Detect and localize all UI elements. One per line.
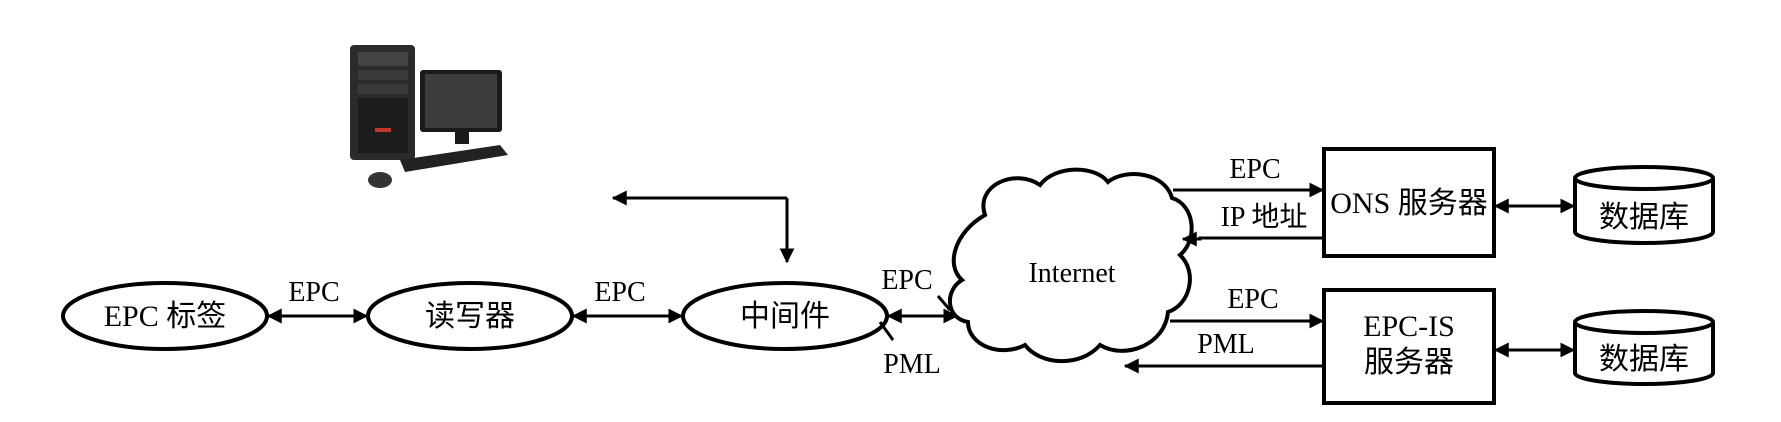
ons-internet-edge: IP 地址 bbox=[1181, 201, 1324, 247]
internet-label: Internet bbox=[1028, 258, 1115, 289]
tag-reader-edge: EPC bbox=[266, 277, 369, 324]
epcis-server-label-line1: EPC-IS bbox=[1363, 310, 1455, 343]
epcis-server-label-line2: 服务器 bbox=[1364, 346, 1454, 379]
database-top-node: 数据库 bbox=[1573, 165, 1715, 245]
reader-middleware-edge: EPC bbox=[571, 277, 684, 324]
reader-node: 读写器 bbox=[366, 281, 574, 351]
middleware-label: 中间件 bbox=[740, 300, 830, 333]
epc-tag-node: EPC 标签 bbox=[61, 281, 269, 351]
epc-tag-label: EPC 标签 bbox=[104, 300, 227, 333]
middleware-node: 中间件 bbox=[681, 281, 889, 351]
epcis-internet-edge: PML bbox=[1123, 329, 1324, 374]
ons-to-internet-label: IP 地址 bbox=[1221, 201, 1308, 233]
internet-epcis-edge: EPC bbox=[1170, 284, 1325, 329]
desktop-computer-icon bbox=[350, 45, 508, 188]
ons-server-label: ONS 服务器 bbox=[1330, 187, 1488, 220]
reader-middleware-edge-label: EPC bbox=[594, 277, 645, 308]
epcis-to-internet-label: PML bbox=[1197, 329, 1255, 360]
middleware-internet-epc-label: EPC bbox=[881, 265, 932, 296]
epcis-server-node: EPC-IS 服务器 bbox=[1322, 288, 1496, 405]
internet-ons-edge: EPC bbox=[1173, 154, 1325, 198]
database-bottom-label: 数据库 bbox=[1599, 343, 1689, 376]
internet-to-ons-label: EPC bbox=[1229, 154, 1280, 185]
middleware-computer-connector bbox=[611, 190, 795, 264]
reader-label: 读写器 bbox=[425, 300, 515, 333]
database-top-label: 数据库 bbox=[1599, 201, 1689, 234]
internet-cloud-node: Internet bbox=[947, 167, 1194, 364]
middleware-internet-pml-label: PML bbox=[883, 349, 941, 380]
database-bottom-node: 数据库 bbox=[1573, 309, 1715, 386]
tag-reader-edge-label: EPC bbox=[288, 277, 339, 308]
internet-to-epcis-label: EPC bbox=[1227, 284, 1278, 315]
ons-server-node: ONS 服务器 bbox=[1322, 147, 1496, 258]
middleware-internet-edge: EPC PML bbox=[878, 265, 959, 380]
